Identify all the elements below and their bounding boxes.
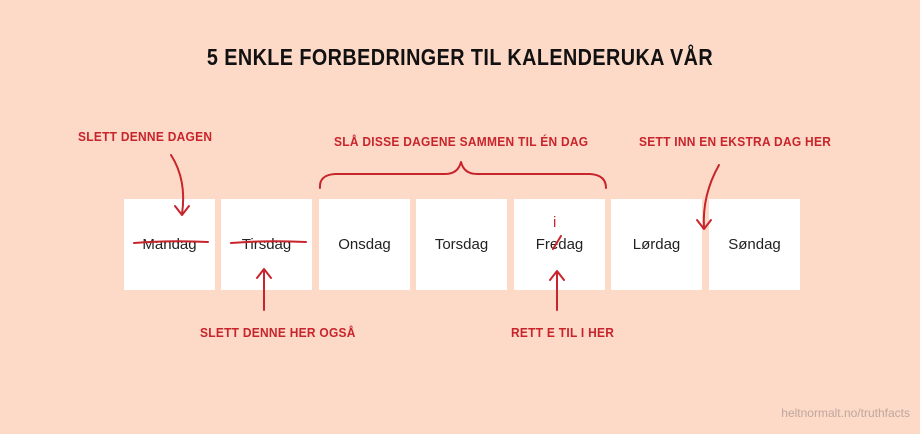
day-box-thursday: Torsdag (416, 199, 507, 290)
day-box-monday: Mandag (124, 199, 215, 290)
day-box-tuesday: Tirsdag (221, 199, 312, 290)
credit-text: heltnormalt.no/truthfacts (781, 406, 910, 420)
day-box-saturday: Lørdag (611, 199, 702, 290)
correction-letter: i (553, 214, 557, 231)
note-insert-day: SETT INN EN EKSTRA DAG HER (639, 134, 832, 149)
day-box-sunday: Søndag (709, 199, 800, 290)
day-label-saturday: Lørdag (632, 236, 681, 253)
merge-brace (318, 161, 607, 189)
day-label-friday: Fredag (535, 236, 584, 253)
day-label-tuesday: Tirsdag (241, 236, 292, 253)
note-delete-monday: SLETT DENNE DAGEN (78, 129, 213, 144)
day-label-monday: Mandag (142, 236, 197, 253)
day-label-sunday: Søndag (728, 236, 781, 253)
day-box-wednesday: Onsdag (319, 199, 410, 290)
day-label-thursday: Torsdag (434, 236, 489, 253)
note-merge-days: SLÅ DISSE DAGENE SAMMEN TIL ÉN DAG (334, 134, 589, 149)
day-box-friday: Fredag (514, 199, 605, 290)
note-fix-letter: RETT E TIL I HER (511, 325, 615, 340)
page-title: 5 ENKLE FORBEDRINGER TIL KALENDERUKA VÅR (206, 44, 714, 70)
day-label-wednesday: Onsdag (338, 236, 391, 253)
note-delete-tuesday: SLETT DENNE HER OGSÅ (200, 325, 356, 340)
